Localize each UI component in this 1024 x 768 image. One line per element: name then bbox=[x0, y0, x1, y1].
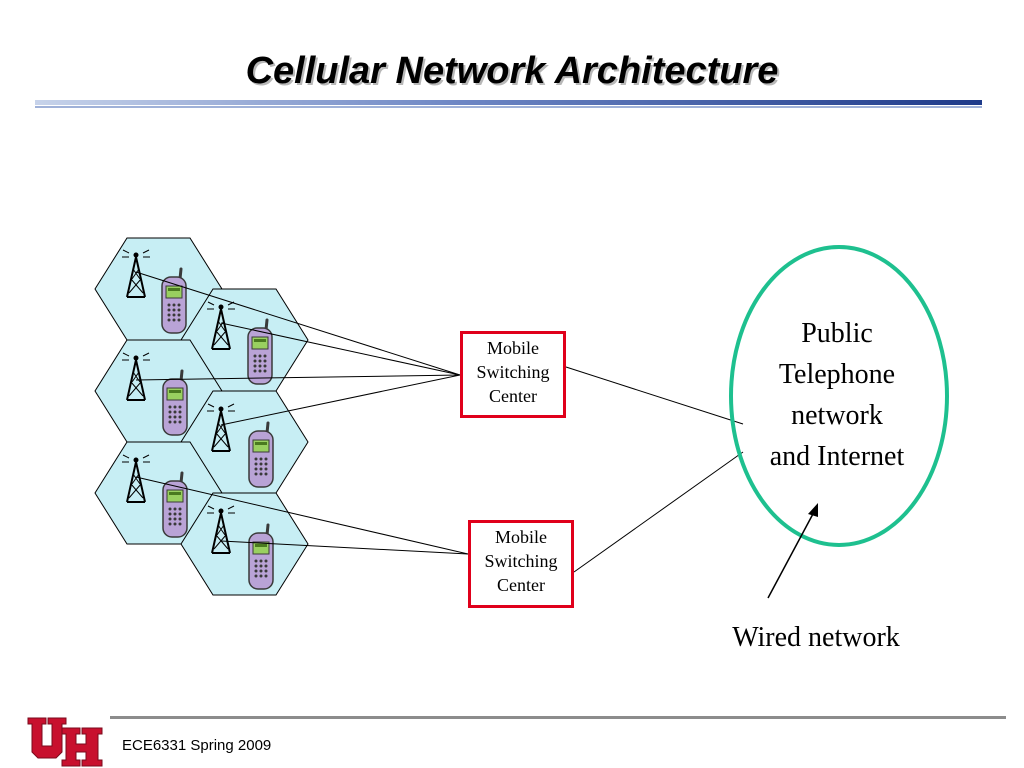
msc-line: Center bbox=[497, 575, 545, 595]
footer-text: ECE6331 Spring 2009 bbox=[122, 737, 272, 754]
arrow-head-icon bbox=[808, 503, 818, 517]
tower-link bbox=[220, 374, 461, 426]
msc-link bbox=[565, 366, 744, 425]
uh-logo-icon bbox=[27, 717, 103, 767]
network-line: Telephone bbox=[778, 359, 896, 390]
msc-line: Mobile bbox=[487, 338, 539, 358]
cell-grid bbox=[94, 237, 309, 596]
msc-line: Mobile bbox=[495, 527, 547, 547]
tower-links bbox=[135, 271, 744, 573]
msc-line: Switching bbox=[484, 551, 558, 571]
cell-6 bbox=[180, 492, 309, 596]
cell-phone-icon bbox=[161, 471, 189, 539]
tower-link bbox=[135, 476, 469, 555]
title-rule-thin bbox=[35, 106, 982, 108]
tower-link bbox=[135, 374, 461, 381]
wired-network-label: Wired network bbox=[732, 622, 900, 653]
network-line: Public bbox=[801, 318, 873, 349]
mobile-switching-center-2: Mobile Switching Center bbox=[468, 520, 574, 608]
cell-phone-icon bbox=[247, 523, 275, 591]
wired-network-arrow bbox=[767, 511, 815, 599]
network-line: and Internet bbox=[769, 441, 905, 472]
msc-link bbox=[573, 451, 744, 573]
cell-phone-icon bbox=[160, 267, 188, 335]
tower-link bbox=[135, 271, 461, 376]
tower-link bbox=[220, 322, 461, 376]
network-line: network bbox=[791, 400, 883, 431]
public-network-ellipse bbox=[729, 245, 949, 547]
tower-link bbox=[220, 540, 469, 555]
footer-rule bbox=[110, 716, 1006, 719]
cell-phone-icon bbox=[161, 369, 189, 437]
slide-title: Cellular Network Architecture bbox=[245, 50, 779, 92]
cell-phone-icon bbox=[247, 421, 275, 489]
msc-line: Switching bbox=[476, 362, 550, 382]
mobile-switching-center-1: Mobile Switching Center bbox=[460, 331, 566, 418]
msc-line: Center bbox=[489, 386, 537, 406]
title-rule bbox=[35, 100, 982, 105]
public-network-label: Public Telephone network and Internet bbox=[742, 313, 932, 477]
